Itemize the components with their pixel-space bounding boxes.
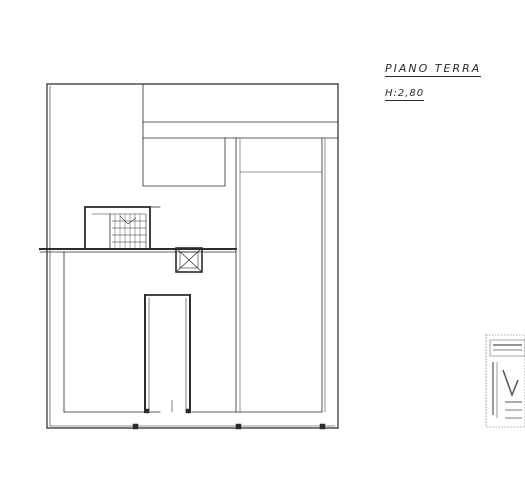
- upper-bands: [142, 83, 339, 187]
- approval-stamp-icon: [485, 334, 525, 428]
- central-passage: [144, 294, 191, 413]
- right-partitions: [235, 137, 326, 413]
- staircase: [84, 206, 161, 250]
- plan-title: PIANO TERRA: [385, 62, 482, 77]
- floor-height-label: H:2,80: [385, 88, 425, 101]
- column-marks: [132, 408, 326, 430]
- corridor-wall: [39, 248, 323, 413]
- lift-shaft: [175, 247, 203, 273]
- outer-walls: [46, 83, 339, 429]
